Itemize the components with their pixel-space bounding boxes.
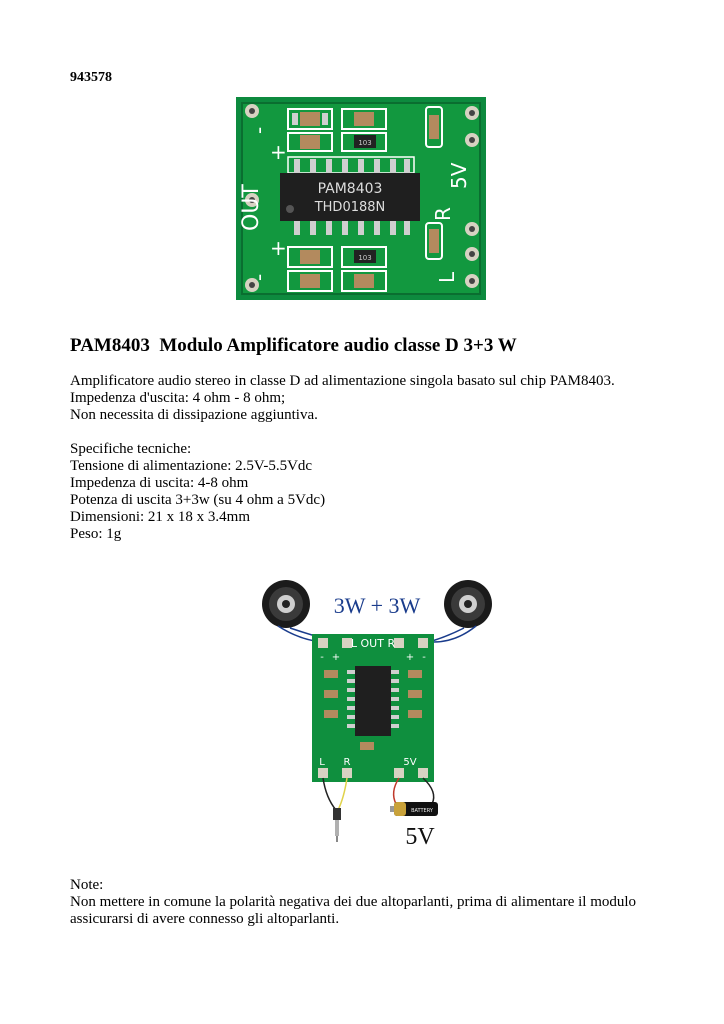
spec-line: Potenza di uscita 3+3w (su 4 ohm a 5Vdc) [70, 492, 326, 508]
power-label: 3W + 3W [334, 593, 421, 618]
spec-line: Dimensioni: 21 x 18 x 3.4mm [70, 509, 250, 525]
chip-batch: THD0188N [314, 200, 386, 215]
battery-text: BATTERY [411, 808, 434, 814]
notes-heading: Note: [70, 877, 104, 893]
label-5v: 5V [403, 757, 416, 768]
label-r: R [344, 757, 351, 768]
audio-jack-icon [333, 808, 341, 842]
silk-plus-top: + [270, 140, 287, 164]
chip-label: PAM8403 [318, 181, 383, 197]
document-code: 943578 [70, 70, 112, 85]
plus-mark: + [406, 652, 414, 663]
note-line: Non mettere in comune la polarità negati… [70, 894, 637, 910]
silk-plus-bottom: + [270, 236, 287, 260]
silk-minus-top: - [247, 127, 271, 134]
battery-icon: BATTERY [390, 802, 438, 816]
spec-line: Impedenza di uscita: 4-8 ohm [70, 475, 249, 491]
silk-r: R [431, 207, 455, 221]
minus-mark: - [320, 652, 324, 663]
plus-mark: + [332, 652, 340, 663]
pcb-photo: 103 PAM8403 THD0188N OUT + - + - 5V R L … [236, 97, 486, 300]
silk-5v: 5V [447, 162, 471, 189]
silk-out: OUT [239, 184, 264, 231]
supply-label: 5V [405, 824, 435, 850]
speaker-left-icon [262, 580, 310, 628]
speaker-right-icon [444, 580, 492, 628]
spec-line: Tensione di alimentazione: 2.5V-5.5Vdc [70, 458, 313, 474]
resistor-code-bottom: 103 [358, 254, 371, 262]
intro-line: Amplificatore audio stereo in classe D a… [70, 373, 615, 389]
label-l: L [319, 757, 325, 768]
specs-heading: Specifiche tecniche: [70, 441, 192, 457]
silk-l: L [435, 271, 459, 283]
note-line: assicurarsi di avere connesso gli altopa… [70, 911, 340, 927]
silk-minus-bottom: - [247, 274, 271, 281]
intro-line: Non necessita di dissipazione aggiuntiva… [70, 407, 318, 423]
resistor-code-top: 103 [358, 139, 371, 147]
intro-paragraph: Amplificatore audio stereo in classe D a… [70, 373, 615, 424]
page-title: PAM8403 Modulo Amplificatore audio class… [70, 335, 517, 356]
wiring-diagram: 3W + 3W L OUT R + + - - L R 5V [262, 580, 492, 850]
specs-paragraph: Specifiche tecniche: Tensione di aliment… [70, 441, 325, 543]
intro-line: Impedenza d'uscita: 4 ohm - 8 ohm; [70, 390, 286, 406]
notes-paragraph: Note: Non mettere in comune la polarità … [70, 877, 636, 928]
header-label: L OUT R [351, 637, 396, 650]
minus-mark: - [422, 652, 426, 663]
spec-line: Peso: 1g [70, 526, 122, 542]
